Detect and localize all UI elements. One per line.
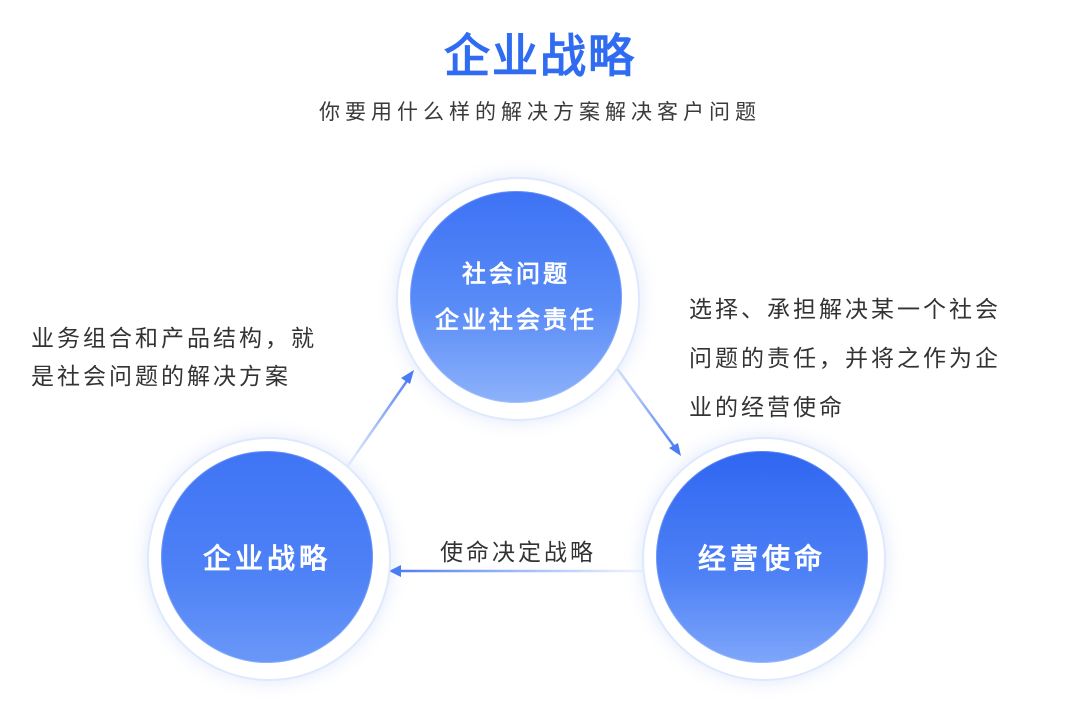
arrow-right-down-head — [669, 443, 681, 456]
arrow-bottom-left-head — [389, 565, 401, 577]
note-left: 业务组合和产品结构，就 是社会问题的解决方案 — [31, 320, 317, 396]
note-right-line1: 选择、承担解决某一个社会 — [689, 297, 1001, 323]
arrow-left-up — [343, 377, 411, 471]
node-business-mission: 经营使命 — [656, 451, 868, 663]
note-left-line1: 业务组合和产品结构，就 — [31, 326, 317, 352]
arrow-left-up-head — [401, 370, 414, 384]
node-enterprise-strategy: 企业战略 — [161, 451, 373, 663]
note-right-line2: 问题的责任，并将之作为企 — [689, 346, 1001, 372]
node-top-line1: 社会问题 — [462, 260, 570, 288]
note-left-line2: 是社会问题的解决方案 — [31, 364, 291, 390]
node-social-issue: 社会问题 企业社会责任 — [410, 191, 622, 403]
page-title: 企业战略 — [444, 29, 636, 83]
page-subtitle: 你要用什么样的解决方案解决客户问题 — [319, 100, 761, 124]
node-bottom-right-label: 经营使命 — [697, 542, 826, 575]
note-right: 选择、承担解决某一个社会 问题的责任，并将之作为企 业的经营使命 — [689, 286, 1001, 433]
note-right-line3: 业的经营使命 — [689, 395, 845, 421]
node-top-line2: 企业社会责任 — [435, 306, 597, 334]
node-bottom-left-label: 企业战略 — [202, 542, 331, 575]
arrow-bottom-label: 使命决定战略 — [440, 540, 596, 566]
